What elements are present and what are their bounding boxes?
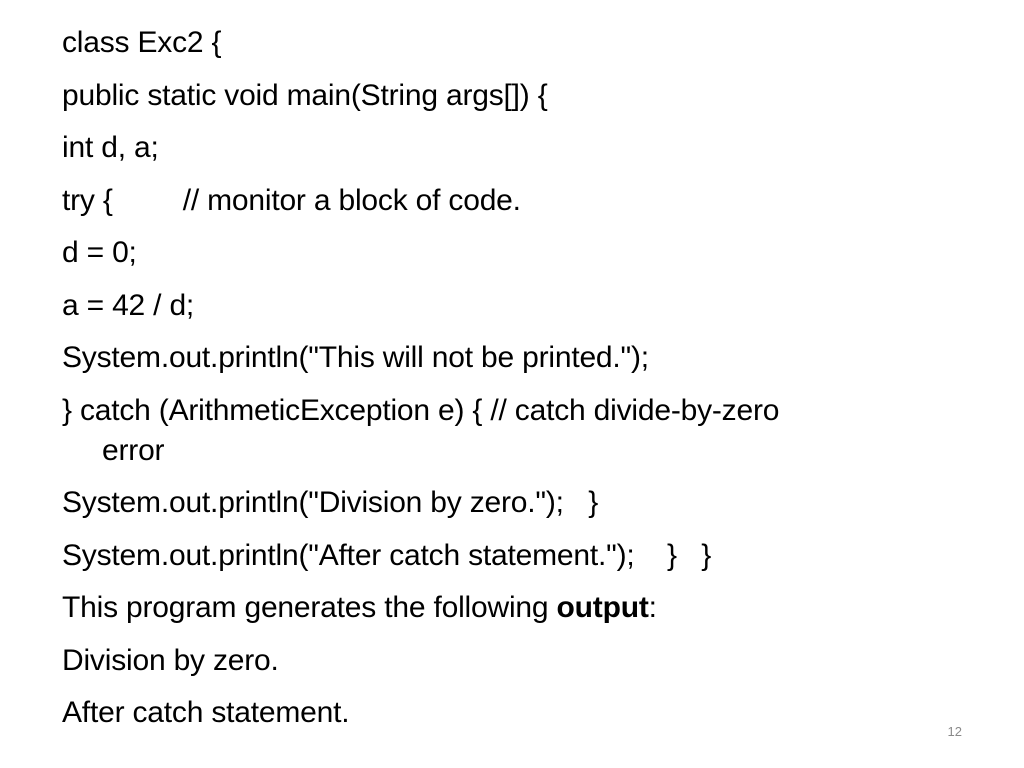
code-line-catch: } catch (ArithmeticException e) { // cat… [62,390,982,472]
page-number: 12 [947,724,962,739]
code-line-print-after-catch: System.out.println("After catch statemen… [62,538,712,572]
code-line-class-decl: class Exc2 { [62,26,222,59]
output-keyword: output [556,591,649,624]
output-intro-text: This program generates the following [62,591,557,624]
code-line-print-not-printed: System.out.println("This will not be pri… [62,341,649,374]
code-line-try: try { // monitor a block of code. [62,180,982,222]
code-line-print-division: System.out.println("Division by zero.");… [62,486,599,519]
code-line-assign-d: d = 0; [62,236,137,269]
output-line-1: Division by zero. [62,643,279,677]
code-line-main-decl: public static void main(String args[]) { [62,78,548,112]
output-line-2: After catch statement. [62,696,350,729]
code-line-assign-a: a = 42 / d; [62,288,195,322]
try-comment: // monitor a block of code. [182,183,521,217]
catch-comment-continuation: error [102,433,165,467]
output-colon: : [648,591,657,624]
output-intro: This program generates the following out… [62,587,982,629]
try-keyword: try { [62,183,113,217]
slide-content: class Exc2 { public static void main(Str… [62,22,982,745]
catch-statement: } catch (ArithmeticException e) { // cat… [62,393,780,427]
code-line-var-decl: int d, a; [62,131,159,164]
